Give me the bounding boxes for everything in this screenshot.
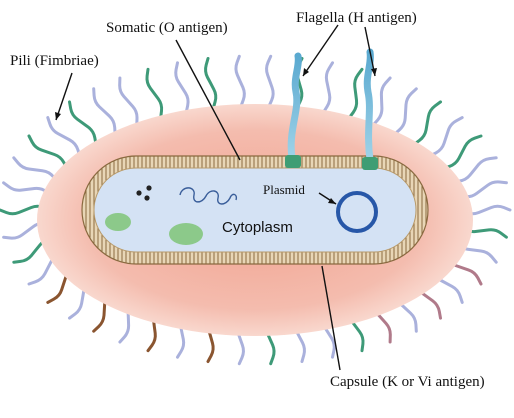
pilus bbox=[92, 87, 117, 136]
plasmid-ring bbox=[336, 191, 378, 233]
pilus bbox=[68, 100, 98, 146]
pilus bbox=[27, 134, 69, 171]
pilus bbox=[371, 76, 392, 127]
pilus bbox=[12, 156, 60, 184]
label-somatic: Somatic (O antigen) bbox=[106, 20, 228, 36]
flagellum-base-1 bbox=[285, 155, 301, 168]
capsule-pointer bbox=[321, 265, 341, 371]
granules bbox=[136, 185, 152, 201]
pointer-lines bbox=[55, 24, 377, 371]
label-cytoplasm: Cytoplasm bbox=[222, 219, 293, 236]
flagella-pointer-1 bbox=[302, 24, 339, 77]
pili-pointer bbox=[55, 72, 73, 121]
nucleoid bbox=[179, 187, 238, 205]
pilus bbox=[174, 61, 190, 114]
flagella bbox=[285, 48, 378, 170]
inclusion-body-2 bbox=[169, 223, 203, 245]
label-pili: Pili (Fimbriae) bbox=[10, 53, 99, 69]
label-plasmid: Plasmid bbox=[263, 182, 305, 197]
cytoplasm-region bbox=[93, 167, 417, 253]
pilus bbox=[265, 54, 275, 108]
flagellum-1 bbox=[287, 52, 302, 162]
pilus bbox=[46, 116, 82, 158]
pilus bbox=[118, 76, 139, 127]
pilus bbox=[412, 100, 442, 146]
inclusion-body-1 bbox=[105, 213, 131, 231]
pilus bbox=[322, 61, 334, 114]
label-flagella: Flagella (H antigen) bbox=[296, 10, 417, 26]
pilus bbox=[234, 54, 246, 108]
flagellum-2 bbox=[363, 48, 374, 164]
pilus bbox=[393, 87, 418, 136]
pilus bbox=[204, 57, 218, 110]
pilus bbox=[450, 156, 498, 184]
pilus bbox=[145, 67, 164, 120]
somatic-pointer bbox=[175, 39, 241, 161]
pilus bbox=[347, 67, 364, 120]
label-capsule: Capsule (K or Vi antigen) bbox=[330, 374, 485, 390]
flagellum-base-2 bbox=[362, 157, 378, 170]
flagella-pointer-2 bbox=[364, 26, 376, 77]
pilus bbox=[428, 116, 464, 158]
pilus bbox=[441, 134, 483, 171]
